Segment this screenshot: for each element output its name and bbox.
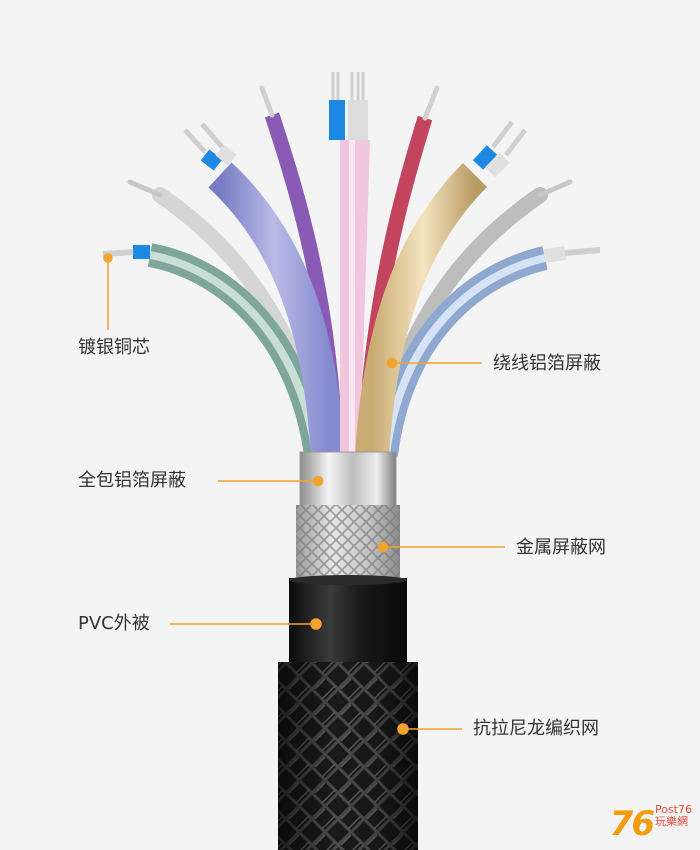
callout-dot-pvc bbox=[310, 618, 322, 630]
label-full-foil: 全包铝箔屏蔽 bbox=[78, 470, 186, 491]
label-wrap-foil: 绕线铝箔屏蔽 bbox=[493, 353, 601, 374]
label-metal-mesh: 金属屏蔽网 bbox=[516, 537, 606, 558]
label-silver-core: 镀银铜芯 bbox=[78, 337, 150, 358]
label-nylon: 抗拉尼龙编织网 bbox=[473, 718, 599, 739]
wire-lavender-pair bbox=[208, 162, 345, 457]
label-pvc: PVC外被 bbox=[78, 613, 150, 634]
callout-dot-nylon bbox=[397, 723, 409, 735]
callout-dot-metal-mesh bbox=[377, 541, 389, 553]
watermark-bottom: 玩樂網 bbox=[654, 815, 688, 828]
watermark-top: Post76 bbox=[654, 803, 692, 816]
wire-gold-pair bbox=[355, 162, 488, 457]
callout-dot-silver-core bbox=[103, 253, 113, 263]
callout-dot-full-foil bbox=[312, 475, 324, 487]
callouts bbox=[103, 253, 505, 735]
wire-bundle bbox=[102, 72, 601, 463]
watermark-number: 76 bbox=[609, 804, 655, 844]
callout-dot-wrap-foil bbox=[386, 357, 398, 369]
